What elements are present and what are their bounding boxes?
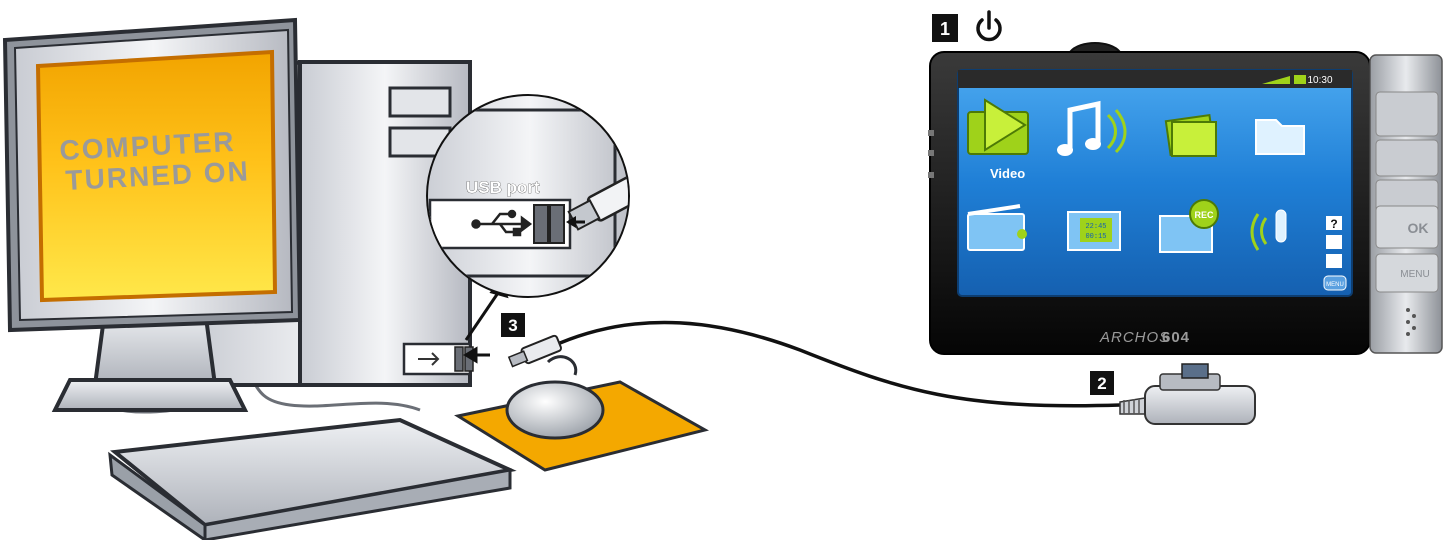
usb-port-label: USB port [466,178,540,197]
ok-button-label: OK [1408,220,1429,236]
step-badge-2: 2 [1090,371,1114,395]
menu-button-label: MENU [1400,269,1429,280]
device-side-panel: OK MENU [1370,55,1442,353]
archos-device: OK MENU 10:30 Video [928,43,1442,354]
step-badge-1: 1 [932,14,958,42]
files-menu-icon[interactable] [1256,120,1304,154]
usb-adapter-cradle [1120,364,1255,424]
video-item-label: Video [990,166,1025,181]
tower-usb-port[interactable] [404,344,473,374]
rec-badge: REC [1194,210,1214,220]
menu-button[interactable]: MENU [1376,254,1438,292]
alarm-menu-icon[interactable]: 22:45 00:15 [1068,212,1120,250]
photo-menu-icon[interactable] [1166,115,1216,156]
step-3-label: 3 [508,316,517,335]
step-2-label: 2 [1097,374,1106,393]
mouse [507,357,603,438]
device-clock: 10:30 [1307,75,1332,86]
keyboard [110,420,510,540]
alarm-time-2: 00:15 [1085,233,1106,241]
power-icon [978,12,1000,39]
device-brand: ARCHOS [1099,329,1170,346]
step-badge-3: 3 [501,313,525,337]
help-icon: ? [1330,217,1337,231]
alarm-time-1: 22:45 [1085,223,1106,231]
menu-chip: MENU [1326,282,1344,288]
device-screen: 10:30 Video [958,70,1352,296]
device-model: 604 [1162,329,1190,346]
ok-button[interactable]: OK [1376,206,1438,248]
step-1-label: 1 [940,19,950,39]
